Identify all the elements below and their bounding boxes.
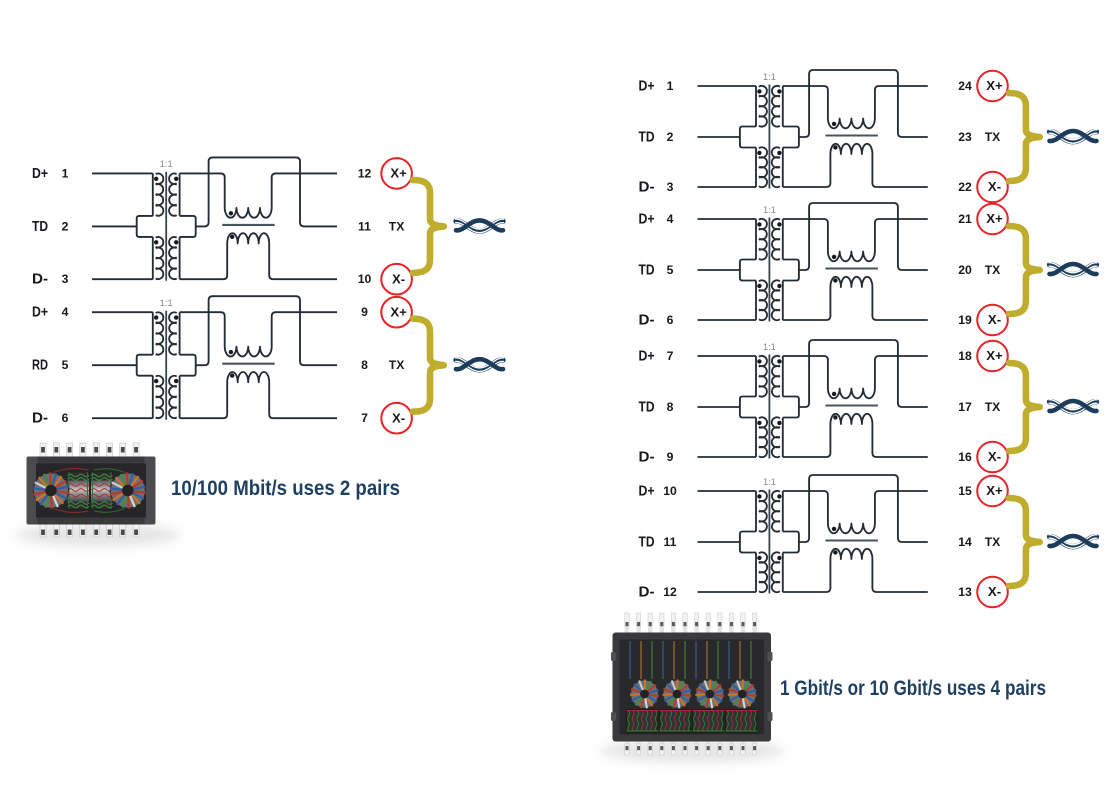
svg-text:TX: TX — [985, 263, 1001, 277]
svg-text:16: 16 — [958, 450, 972, 464]
svg-text:D+: D+ — [639, 483, 655, 500]
svg-text:TD: TD — [639, 534, 655, 551]
svg-text:D-: D- — [639, 449, 655, 466]
svg-text:X-: X- — [988, 179, 1001, 194]
svg-text:22: 22 — [958, 180, 972, 194]
svg-text:2: 2 — [62, 219, 69, 233]
svg-text:4: 4 — [62, 305, 69, 319]
svg-text:TD: TD — [639, 262, 655, 279]
svg-text:X-: X- — [988, 449, 1001, 464]
svg-text:X+: X+ — [986, 211, 1003, 226]
svg-text:1:1: 1:1 — [763, 72, 776, 82]
svg-text:6: 6 — [62, 411, 69, 425]
svg-text:10/100 Mbit/s uses 2 pairs: 10/100 Mbit/s uses 2 pairs — [171, 476, 400, 500]
svg-text:1 Gbit/s or 10 Gbit/s uses 4 p: 1 Gbit/s or 10 Gbit/s uses 4 pairs — [780, 676, 1046, 700]
svg-text:D+: D+ — [639, 78, 655, 95]
svg-text:18: 18 — [958, 349, 972, 363]
svg-text:8: 8 — [361, 358, 368, 372]
svg-text:9: 9 — [667, 450, 674, 464]
svg-text:TD: TD — [639, 129, 655, 146]
svg-text:6: 6 — [667, 313, 674, 327]
svg-text:1:1: 1:1 — [160, 298, 173, 308]
svg-text:TX: TX — [985, 400, 1001, 414]
svg-text:11: 11 — [664, 535, 677, 549]
svg-text:17: 17 — [958, 400, 972, 414]
svg-text:X-: X- — [988, 584, 1001, 599]
svg-text:8: 8 — [667, 400, 674, 414]
svg-text:10: 10 — [663, 484, 677, 498]
svg-text:X+: X+ — [986, 483, 1003, 498]
svg-text:X-: X- — [392, 271, 405, 286]
svg-text:4: 4 — [667, 212, 674, 226]
svg-text:14: 14 — [958, 535, 972, 549]
svg-text:3: 3 — [62, 272, 69, 286]
svg-text:12: 12 — [358, 166, 372, 180]
svg-text:1:1: 1:1 — [160, 159, 173, 169]
svg-text:11: 11 — [358, 219, 371, 233]
svg-text:TX: TX — [389, 219, 405, 233]
svg-text:13: 13 — [958, 585, 972, 599]
svg-text:5: 5 — [62, 358, 69, 372]
svg-text:9: 9 — [361, 305, 368, 319]
svg-text:TX: TX — [985, 535, 1001, 549]
svg-text:D-: D- — [32, 410, 48, 427]
svg-text:1:1: 1:1 — [763, 205, 776, 215]
svg-text:3: 3 — [667, 180, 674, 194]
svg-text:10: 10 — [358, 272, 372, 286]
svg-text:1: 1 — [62, 166, 69, 180]
svg-text:21: 21 — [958, 212, 972, 226]
svg-text:X-: X- — [988, 312, 1001, 327]
svg-text:24: 24 — [958, 79, 972, 93]
svg-text:TD: TD — [32, 218, 48, 235]
svg-text:5: 5 — [667, 263, 674, 277]
svg-text:RD: RD — [32, 357, 48, 374]
svg-text:1:1: 1:1 — [763, 477, 776, 487]
svg-text:D-: D- — [639, 179, 655, 196]
svg-text:23: 23 — [958, 130, 972, 144]
svg-text:20: 20 — [958, 263, 972, 277]
svg-text:12: 12 — [663, 585, 677, 599]
svg-text:D+: D+ — [639, 211, 655, 228]
svg-text:1:1: 1:1 — [763, 342, 776, 352]
svg-text:X+: X+ — [986, 78, 1003, 93]
svg-text:X-: X- — [392, 410, 405, 425]
svg-text:2: 2 — [667, 130, 674, 144]
svg-text:7: 7 — [667, 349, 674, 363]
svg-text:19: 19 — [958, 313, 972, 327]
svg-text:X+: X+ — [986, 348, 1003, 363]
svg-text:D+: D+ — [32, 165, 48, 182]
svg-text:D-: D- — [32, 271, 48, 288]
svg-text:1: 1 — [667, 79, 674, 93]
svg-text:D+: D+ — [32, 304, 48, 321]
svg-text:7: 7 — [361, 411, 368, 425]
svg-text:D-: D- — [639, 584, 655, 601]
svg-text:TX: TX — [985, 130, 1001, 144]
svg-text:15: 15 — [958, 484, 972, 498]
svg-text:TX: TX — [389, 358, 405, 372]
svg-text:X+: X+ — [390, 304, 407, 319]
svg-text:D-: D- — [639, 312, 655, 329]
svg-text:X+: X+ — [390, 166, 407, 181]
svg-text:TD: TD — [639, 399, 655, 416]
svg-text:D+: D+ — [639, 348, 655, 365]
